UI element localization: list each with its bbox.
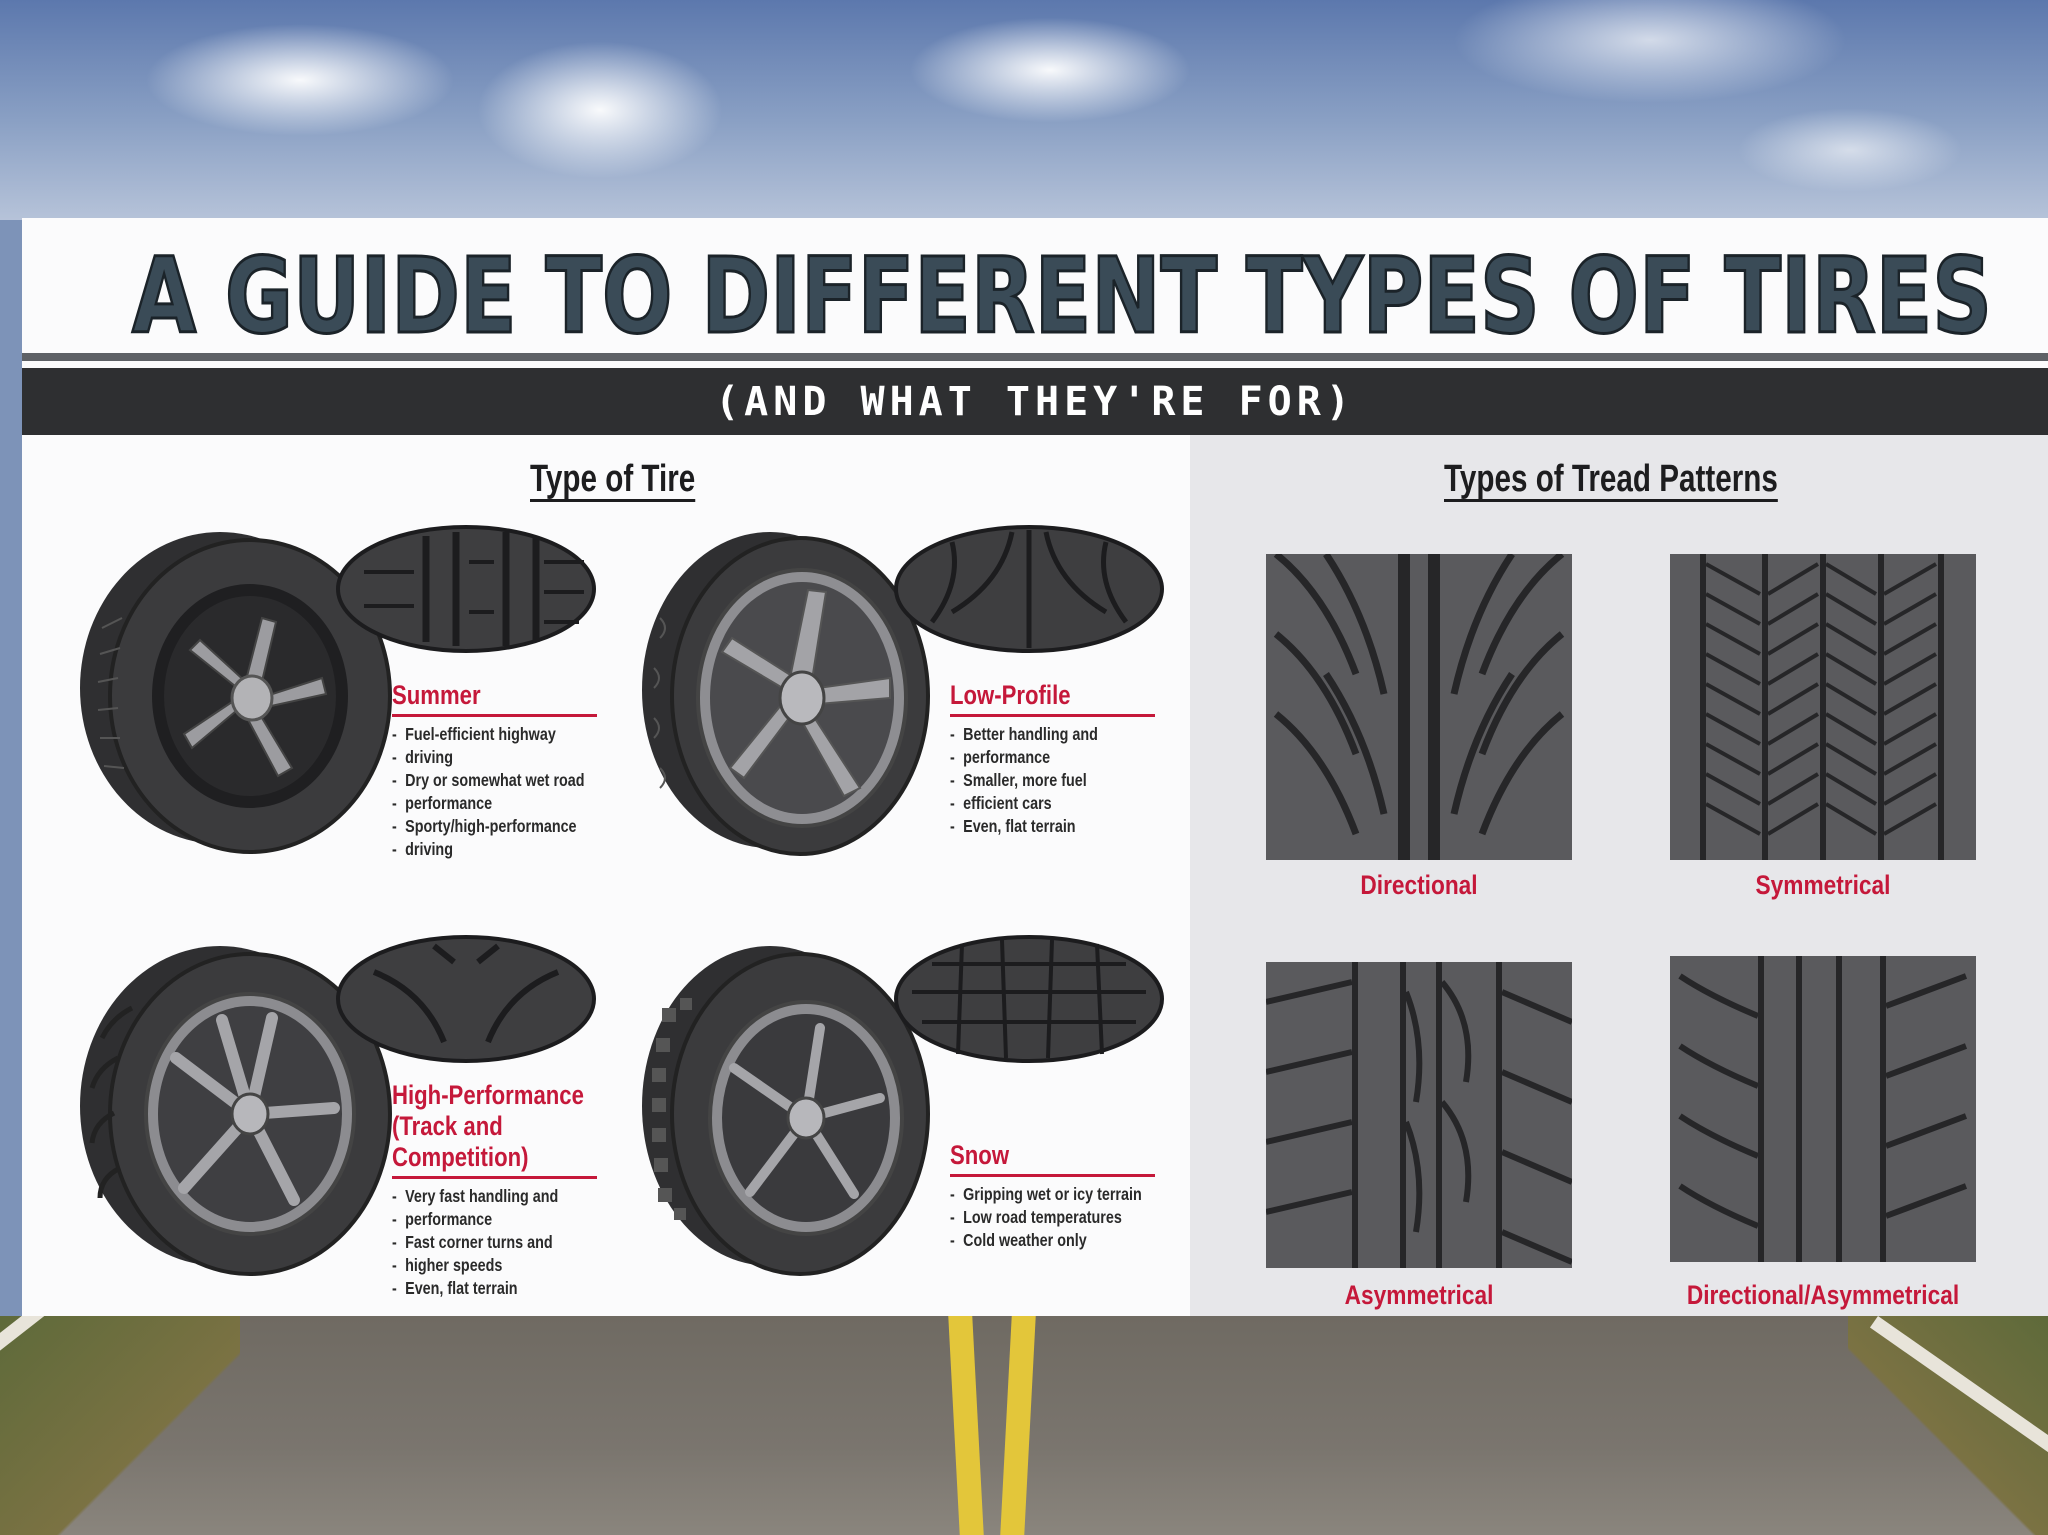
tire-bullets-high-performance: Very fast handling and performance Fast … [392,1185,602,1300]
tire-bullet: Gripping wet or icy terrain [950,1183,1142,1206]
tire-bullet: Very fast handling and [392,1185,564,1208]
tread-pattern-asymmetrical [1266,962,1572,1268]
tire-name-summer: Summer [392,680,481,710]
tread-section-title: Types of Tread Patterns [1444,458,1778,500]
main-title: A GUIDE TO DIFFERENT TYPES OF TIRES [131,240,1994,350]
high-performance-tread-closeup [336,935,596,1063]
grass-left [0,1316,240,1535]
tire-bullets-low-profile: Better handling and performance Smaller,… [950,723,1160,838]
tire-bullet-cont: higher speeds [392,1254,564,1277]
sky-background [0,0,2048,220]
tire-info-low-profile: Low-Profile Better handling and performa… [950,680,1160,838]
tire-bullet: Better handling and [950,723,1122,746]
tread-label-asymmetrical: Asymmetrical [1344,1280,1494,1310]
tire-info-summer: Summer Fuel-efficient highway driving Dr… [392,680,602,861]
tire-bullet-cont: performance [392,1208,564,1231]
tread-label-symmetrical: Symmetrical [1755,870,1891,900]
tire-bullet-cont: performance [950,746,1122,769]
tire-bullet-cont: efficient cars [950,792,1122,815]
tire-name-high-performance-line2: (Track and [392,1111,503,1141]
tread-label-directional-asymmetrical: Directional/Asymmetrical [1686,1280,1960,1310]
tire-bullets-summer: Fuel-efficient highway driving Dry or so… [392,723,602,861]
tire-info-snow: Snow Gripping wet or icy terrain Low roa… [950,1140,1160,1252]
tire-bullet-cont: driving [392,746,564,769]
tire-bullet: Even, flat terrain [392,1277,564,1300]
tire-bullet-cont: performance [392,792,564,815]
asymmetrical-tread-icon [1266,962,1572,1268]
title-divider [22,353,2048,361]
road-background [0,1316,2048,1535]
tire-name-high-performance-line1: High-Performance [392,1080,584,1110]
symmetrical-tread-icon [1700,554,1944,860]
tire-rule [950,714,1155,717]
tire-rule [392,1176,597,1179]
subtitle: (AND WHAT THEY'RE FOR) [715,378,1355,425]
high-performance-tire-icon [80,946,392,1276]
subtitle-bar: (AND WHAT THEY'RE FOR) [22,368,2048,435]
low-profile-tire-icon [642,532,930,856]
tire-bullet: Fuel-efficient highway [392,723,564,746]
tire-name-snow: Snow [950,1140,1010,1170]
summer-tread-closeup [336,525,596,653]
main-title-text: A GUIDE TO DIFFERENT TYPES OF TIRES [132,240,1992,350]
tire-bullet: Even, flat terrain [950,815,1122,838]
directional-asymmetrical-tread-icon [1678,956,1968,1262]
tire-bullets-snow: Gripping wet or icy terrain Low road tem… [950,1183,1160,1252]
tread-pattern-symmetrical [1670,554,1976,860]
tire-bullet: Cold weather only [950,1229,1122,1252]
tire-bullet: Smaller, more fuel [950,769,1122,792]
tire-rule [392,714,597,717]
summer-tire-icon [80,532,392,854]
tire-name-low-profile: Low-Profile [950,680,1071,710]
tire-info-high-performance: High-Performance (Track and Competition)… [392,1080,602,1300]
directional-tread-icon [1273,554,1565,860]
tread-label-directional: Directional [1360,870,1478,900]
tire-rule [950,1174,1155,1177]
tire-bullet-cont: driving [392,838,564,861]
tire-name-high-performance-line3: Competition) [392,1142,529,1172]
road-center-stripe-left [948,1316,984,1535]
tire-bullet: Low road temperatures [950,1206,1122,1229]
snow-tire-icon [642,946,930,1276]
snow-tread-closeup [894,935,1164,1063]
tire-bullet: Dry or somewhat wet road [392,769,585,792]
tread-pattern-directional [1266,554,1572,860]
tire-section-title: Type of Tire [530,458,696,500]
tire-bullet: Sporty/high-performance [392,815,577,838]
tread-pattern-directional-asymmetrical [1670,956,1976,1262]
tire-bullet: Fast corner turns and [392,1231,564,1254]
road-center-stripe-right [1000,1316,1036,1535]
low-profile-tread-closeup [894,525,1164,653]
infographic-panel: A GUIDE TO DIFFERENT TYPES OF TIRES (AND… [22,218,2048,1316]
